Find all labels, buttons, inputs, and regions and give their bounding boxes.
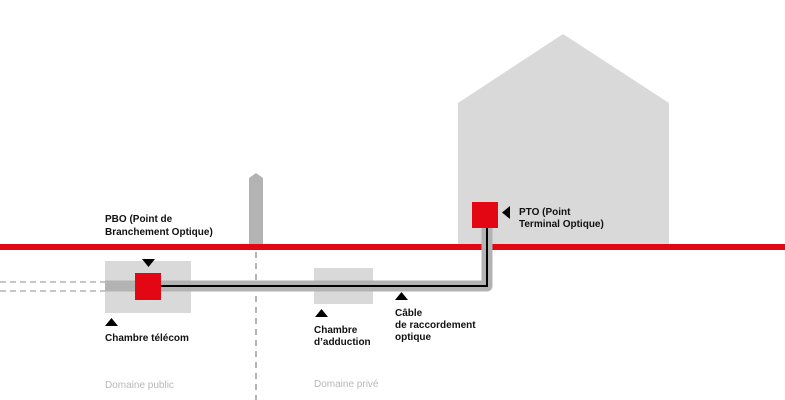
- cable-pointer-icon: [395, 292, 408, 300]
- chambre-telecom-label: Chambre télécom: [105, 333, 189, 344]
- pbo-box: [135, 273, 161, 300]
- domaine-public-label: Domaine public: [105, 380, 174, 391]
- fiber-cable: [161, 225, 488, 287]
- chambre-telecom-pointer-icon: [105, 318, 118, 326]
- chambre-adduction-pointer-icon: [315, 309, 328, 317]
- boundary-post: [249, 173, 263, 247]
- pto-pointer-icon: [502, 206, 510, 219]
- pto-box: [472, 202, 498, 228]
- house: [458, 34, 669, 247]
- pbo-pointer-icon: [142, 259, 155, 267]
- domaine-prive-label: Domaine privé: [314, 379, 379, 390]
